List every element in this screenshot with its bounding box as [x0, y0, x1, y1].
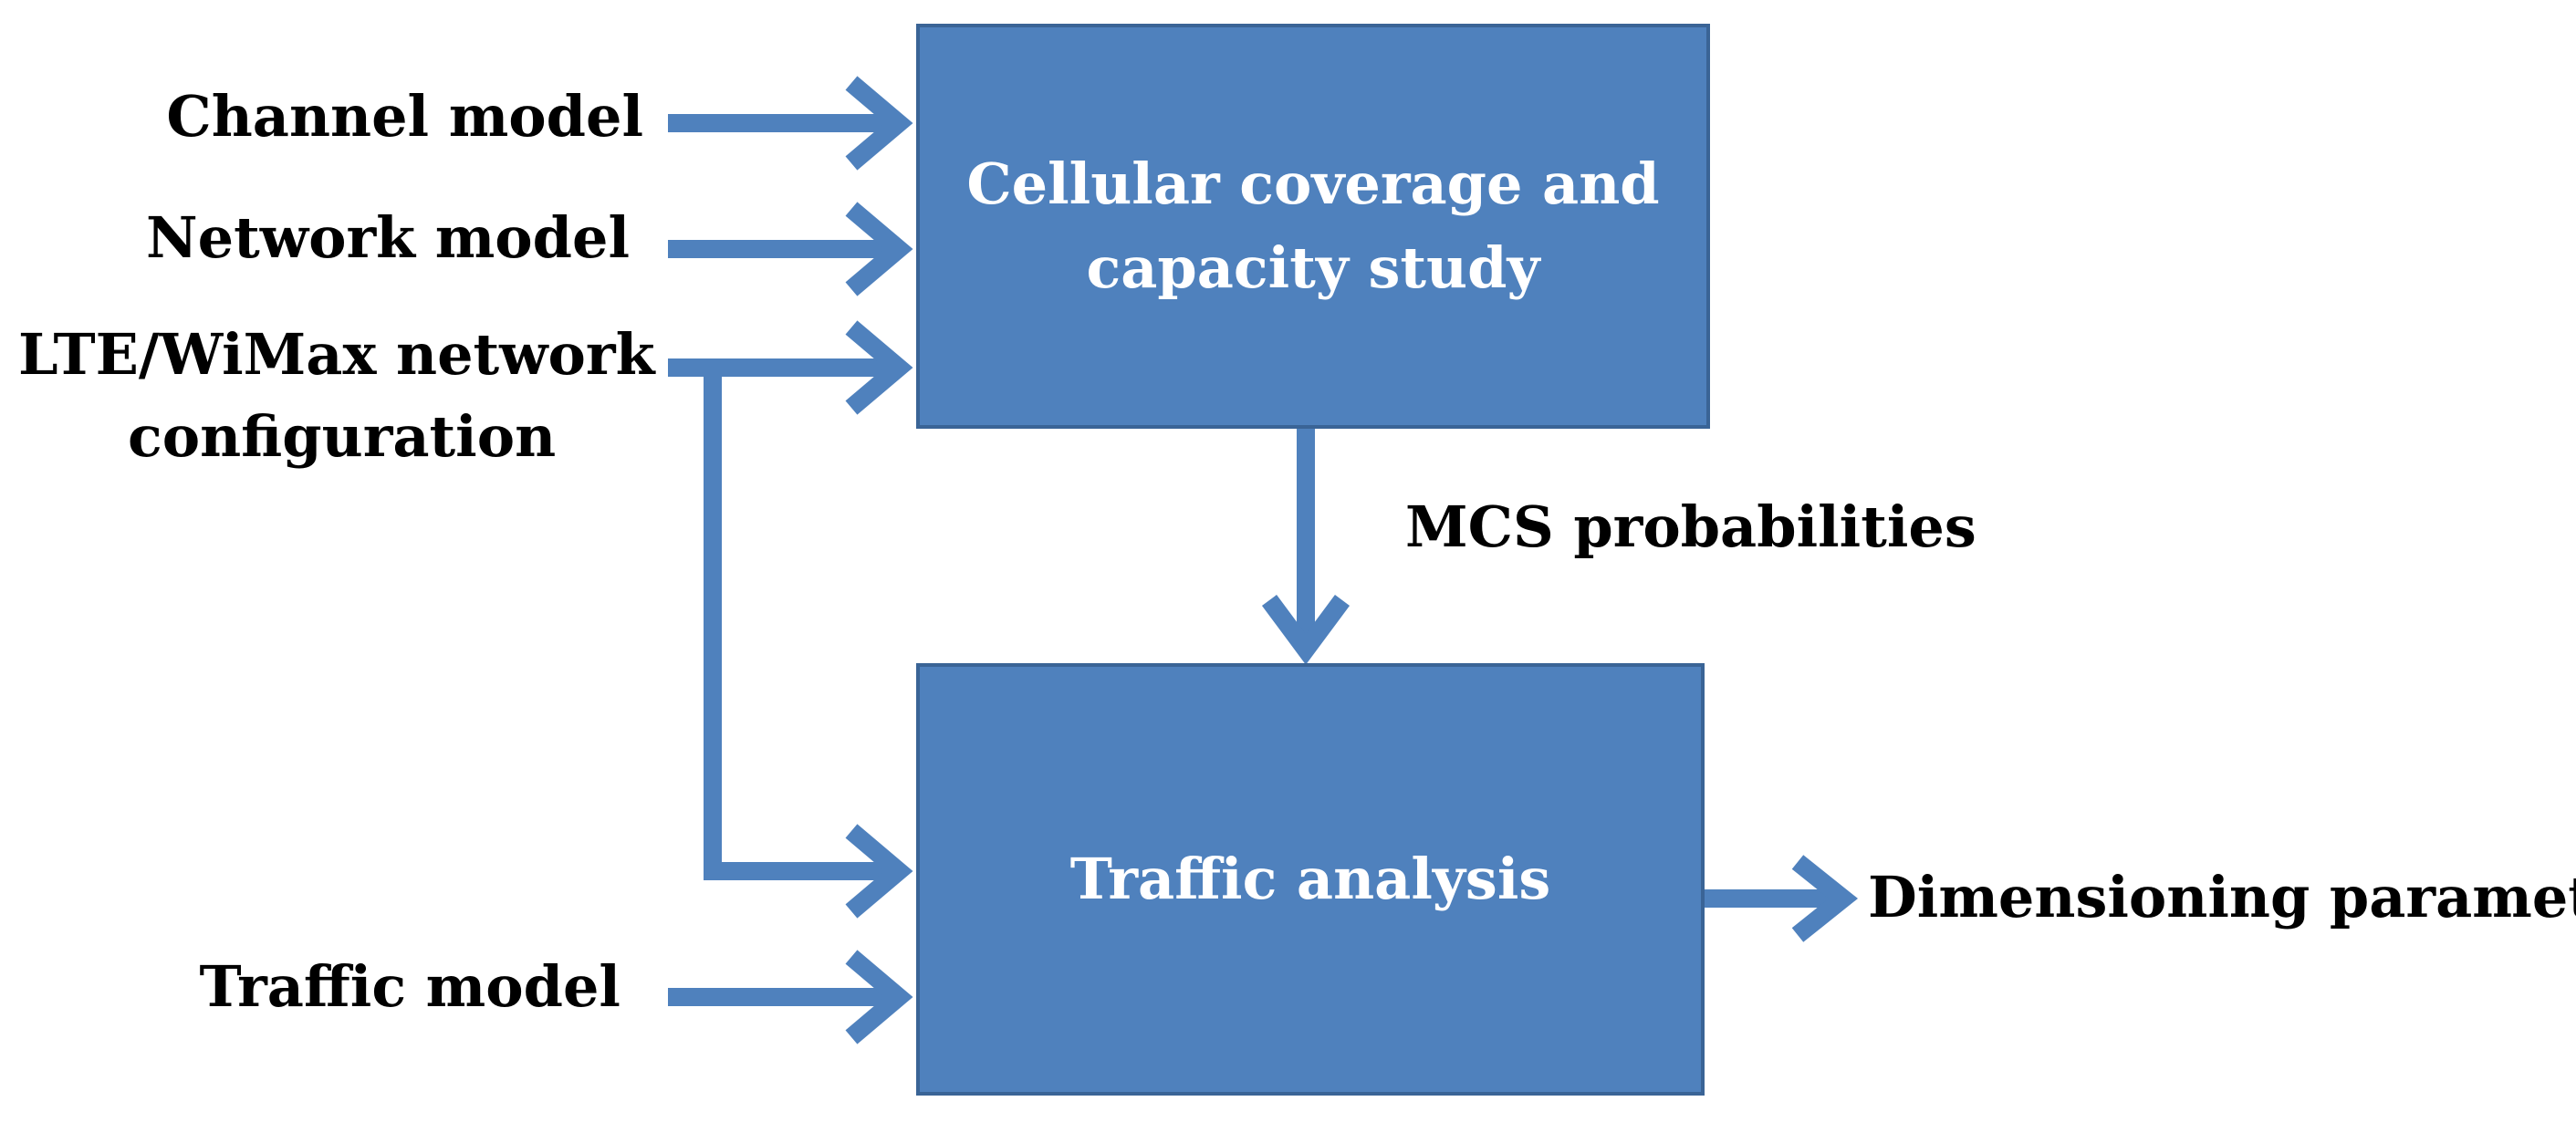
arrow-network-model [668, 202, 913, 296]
arrow-traffic-model [668, 950, 913, 1044]
arrow-channel-model [668, 76, 913, 171]
channel-model-label: Channel model [166, 83, 643, 150]
lte-wimax-config-label-line2: configuration [128, 403, 557, 470]
arrow-mcs-probabilities [1261, 429, 1351, 665]
traffic-model-label: Traffic model [199, 953, 621, 1020]
coverage-capacity-box: Cellular coverage and capacity study [916, 24, 1710, 429]
arrow-lte-to-coverage [668, 320, 913, 415]
arrow-dimensioning-output [1705, 855, 1859, 942]
arrow-lte-to-traffic [704, 368, 913, 919]
traffic-analysis-label: Traffic analysis [1069, 846, 1551, 912]
lte-wimax-config-label-line1: LTE/WiMax network [18, 321, 655, 388]
network-model-label: Network model [146, 204, 630, 271]
mcs-probabilities-label: MCS probabilities [1405, 493, 1976, 560]
dimensioning-parameters-label: Dimensioning parameters [1868, 864, 2576, 930]
coverage-capacity-label: Cellular coverage and capacity study [966, 151, 1660, 301]
traffic-analysis-box: Traffic analysis [916, 663, 1705, 1096]
